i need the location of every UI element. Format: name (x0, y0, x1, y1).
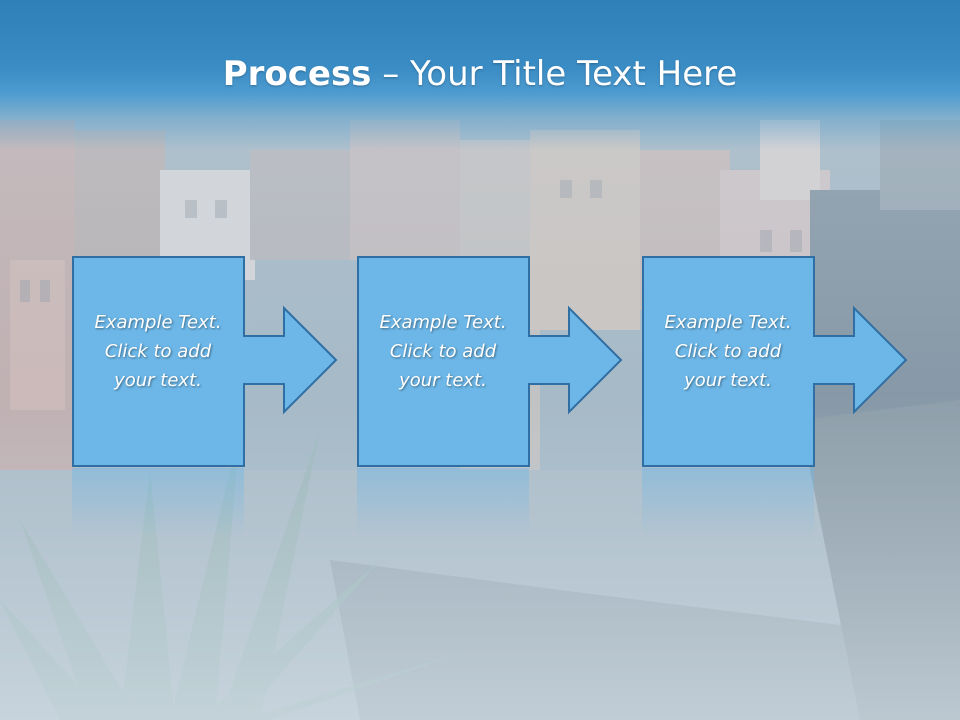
process-step-3[interactable]: Example Text. Click to add your text. (642, 256, 912, 468)
arrow-box-shape (72, 256, 338, 467)
process-step-1[interactable]: Example Text. Click to add your text. (72, 256, 342, 468)
slide-title[interactable]: Process – Your Title Text Here (0, 52, 960, 96)
step-reflection (642, 468, 814, 538)
title-text: – Your Title Text Here (371, 54, 738, 94)
arrow-box-shape (642, 256, 908, 467)
step-text[interactable]: Example Text. Click to add your text. (379, 312, 507, 391)
process-step-2[interactable]: Example Text. Click to add your text. (357, 256, 627, 468)
title-bold-word: Process (222, 54, 372, 94)
title-band (0, 0, 960, 150)
step-text[interactable]: Example Text. Click to add your text. (94, 312, 222, 391)
step-text[interactable]: Example Text. Click to add your text. (664, 312, 792, 391)
step-reflection (72, 468, 244, 538)
arrow-box-shape (357, 256, 623, 467)
step-reflection (357, 468, 529, 538)
